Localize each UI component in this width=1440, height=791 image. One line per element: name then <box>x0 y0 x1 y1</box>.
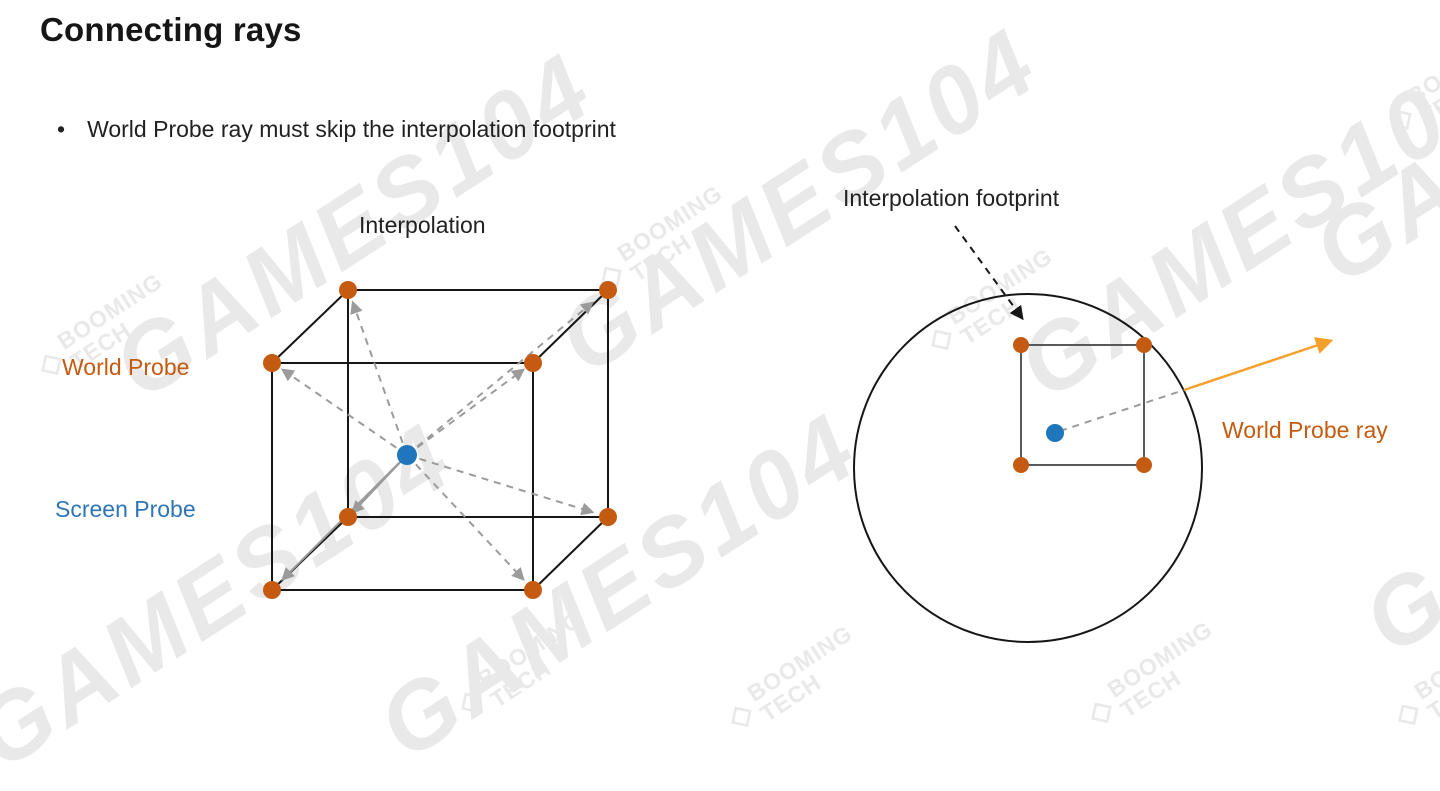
interpolation-ray <box>350 300 408 456</box>
world-probe-dot <box>599 281 617 299</box>
world-probe-ray-label: World Probe ray <box>1222 417 1388 443</box>
footprint-pointer-arrow <box>954 225 1024 321</box>
world-probe-label: World Probe <box>62 354 190 380</box>
interpolation-rays <box>280 300 595 581</box>
interpolation-ray <box>280 368 408 456</box>
page-title: Connecting rays <box>40 11 302 48</box>
world-probe-dot <box>263 581 281 599</box>
world-probe-ray-arrow <box>1183 337 1334 392</box>
interpolation-ray <box>406 301 595 456</box>
world-probe-dots <box>263 281 617 599</box>
world-probe-dot <box>339 281 357 299</box>
bullet-marker: • <box>57 116 66 142</box>
bullet-item: • World Probe ray must skip the interpol… <box>57 115 616 144</box>
bullet-text: World Probe ray must skip the interpolat… <box>87 116 616 142</box>
footprint-diagram <box>853 225 1334 643</box>
cube-diagram <box>263 281 617 599</box>
world-probe-dot <box>339 508 357 526</box>
footprint-corner-dot <box>1013 337 1029 353</box>
footprint-corner-dot <box>1136 457 1152 473</box>
cube-front-face <box>271 362 534 591</box>
world-probe-dot <box>263 354 281 372</box>
footprint-corner-dot <box>1136 337 1152 353</box>
interpolation-label: Interpolation <box>359 212 486 238</box>
cube-back-face <box>347 289 609 518</box>
screen-probe-label: Screen Probe <box>55 496 196 522</box>
interpolation-ray <box>406 454 595 516</box>
screen-probe-dot <box>1046 424 1064 442</box>
diagram-canvas <box>263 225 1334 643</box>
world-probe-dot <box>524 581 542 599</box>
screen-probe-dot <box>397 445 417 465</box>
world-probe-dot <box>524 354 542 372</box>
world-probe-dot <box>599 508 617 526</box>
footprint-corner-dots <box>1013 337 1152 473</box>
world-probe-sphere <box>853 293 1203 643</box>
interpolation-ray <box>406 368 526 456</box>
interpolation-footprint-square <box>1020 344 1145 466</box>
footprint-corner-dot <box>1013 457 1029 473</box>
interpolation-footprint-label: Interpolation footprint <box>843 185 1060 211</box>
world-probe-ray-inner <box>1059 389 1185 432</box>
cube-edges <box>271 289 609 591</box>
interpolation-ray <box>406 454 525 581</box>
cube-connecting-edges <box>271 289 609 591</box>
